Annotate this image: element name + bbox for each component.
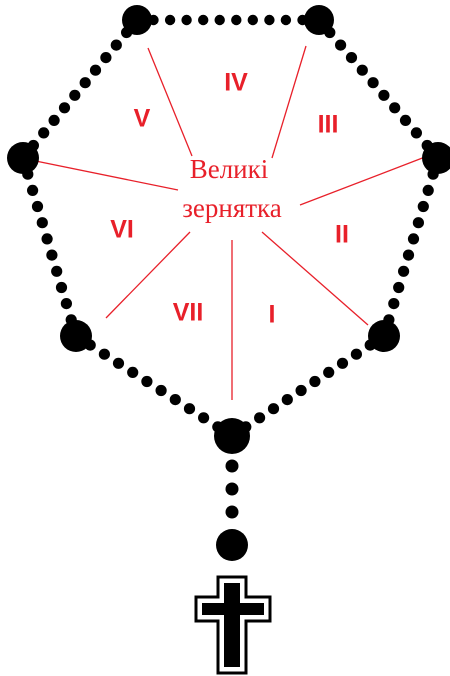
small-bead-icon — [181, 15, 191, 25]
small-bead-icon — [37, 217, 48, 228]
small-bead-icon — [59, 102, 70, 113]
section-label-i: I — [269, 301, 276, 329]
small-bead-icon — [49, 115, 60, 126]
small-bead-icon — [127, 367, 138, 378]
small-bead-icon — [141, 376, 152, 387]
section-label-ii: II — [335, 221, 349, 249]
small-bead-icon — [51, 266, 62, 277]
small-bead-icon — [323, 367, 334, 378]
small-bead-icon — [254, 412, 265, 423]
small-bead-icon — [248, 15, 258, 25]
divider-line — [272, 46, 306, 158]
small-bead-icon — [56, 282, 67, 293]
small-bead-icon — [42, 233, 53, 244]
small-bead-icon — [408, 233, 419, 244]
center-label-line2: зернятка — [182, 193, 282, 223]
small-bead-icon — [388, 298, 399, 309]
large-bead-icon — [304, 5, 334, 35]
large-bead-icon — [122, 5, 152, 35]
small-bead-icon — [378, 90, 389, 101]
small-bead-icon — [411, 127, 422, 138]
small-bead-icon — [69, 90, 80, 101]
cross-icon — [196, 577, 270, 673]
small-bead-icon — [400, 115, 411, 126]
small-bead-icon — [418, 201, 429, 212]
section-label-iii: III — [318, 111, 339, 139]
small-bead-icon — [423, 185, 434, 196]
small-bead-icon — [184, 403, 195, 414]
small-bead-icon — [111, 40, 122, 51]
small-bead-icon — [90, 65, 101, 76]
small-bead-icon — [389, 102, 400, 113]
small-bead-icon — [346, 52, 357, 63]
small-bead-icon — [393, 282, 404, 293]
small-bead-icon — [32, 201, 43, 212]
small-bead-icon — [113, 358, 124, 369]
large-bead-icon — [7, 142, 39, 174]
small-bead-icon — [80, 77, 91, 88]
small-bead-icon — [403, 250, 414, 261]
small-bead-icon — [170, 394, 181, 405]
large-bead-icon — [214, 418, 250, 454]
section-label-v: V — [134, 105, 151, 133]
small-bead-icon — [264, 15, 274, 25]
small-bead-icon — [282, 394, 293, 405]
small-bead-icon — [368, 77, 379, 88]
small-bead-icon — [337, 358, 348, 369]
small-bead-icon — [281, 15, 291, 25]
small-bead-icon — [413, 217, 424, 228]
small-bead-icon — [165, 15, 175, 25]
small-bead-icon — [335, 40, 346, 51]
small-bead-icon — [226, 506, 239, 519]
divider-line — [262, 232, 368, 325]
center-label-line1: Великі — [190, 154, 269, 184]
small-bead-icon — [198, 412, 209, 423]
section-label-iv: IV — [224, 69, 248, 97]
small-bead-icon — [198, 15, 208, 25]
small-bead-icon — [231, 15, 241, 25]
small-bead-icon — [226, 483, 239, 496]
small-bead-icon — [398, 266, 409, 277]
section-label-vii: VII — [173, 299, 204, 327]
divider-line — [300, 157, 425, 205]
small-bead-icon — [351, 349, 362, 360]
small-bead-icon — [61, 298, 72, 309]
small-bead-icon — [226, 460, 239, 473]
small-bead-icon — [38, 127, 49, 138]
small-bead-icon — [309, 376, 320, 387]
small-bead-icon — [268, 403, 279, 414]
small-bead-icon — [100, 52, 111, 63]
small-bead-icon — [215, 15, 225, 25]
small-bead-icon — [357, 65, 368, 76]
small-bead-icon — [156, 385, 167, 396]
large-bead-icon — [60, 320, 92, 352]
small-bead-icon — [296, 385, 307, 396]
small-bead-icon — [99, 349, 110, 360]
divider-line — [148, 48, 192, 156]
section-label-vi: VI — [110, 216, 134, 244]
divider-line — [16, 157, 178, 190]
large-bead-icon — [216, 529, 248, 561]
small-bead-icon — [27, 185, 38, 196]
large-bead-icon — [368, 320, 400, 352]
small-bead-icon — [46, 250, 57, 261]
